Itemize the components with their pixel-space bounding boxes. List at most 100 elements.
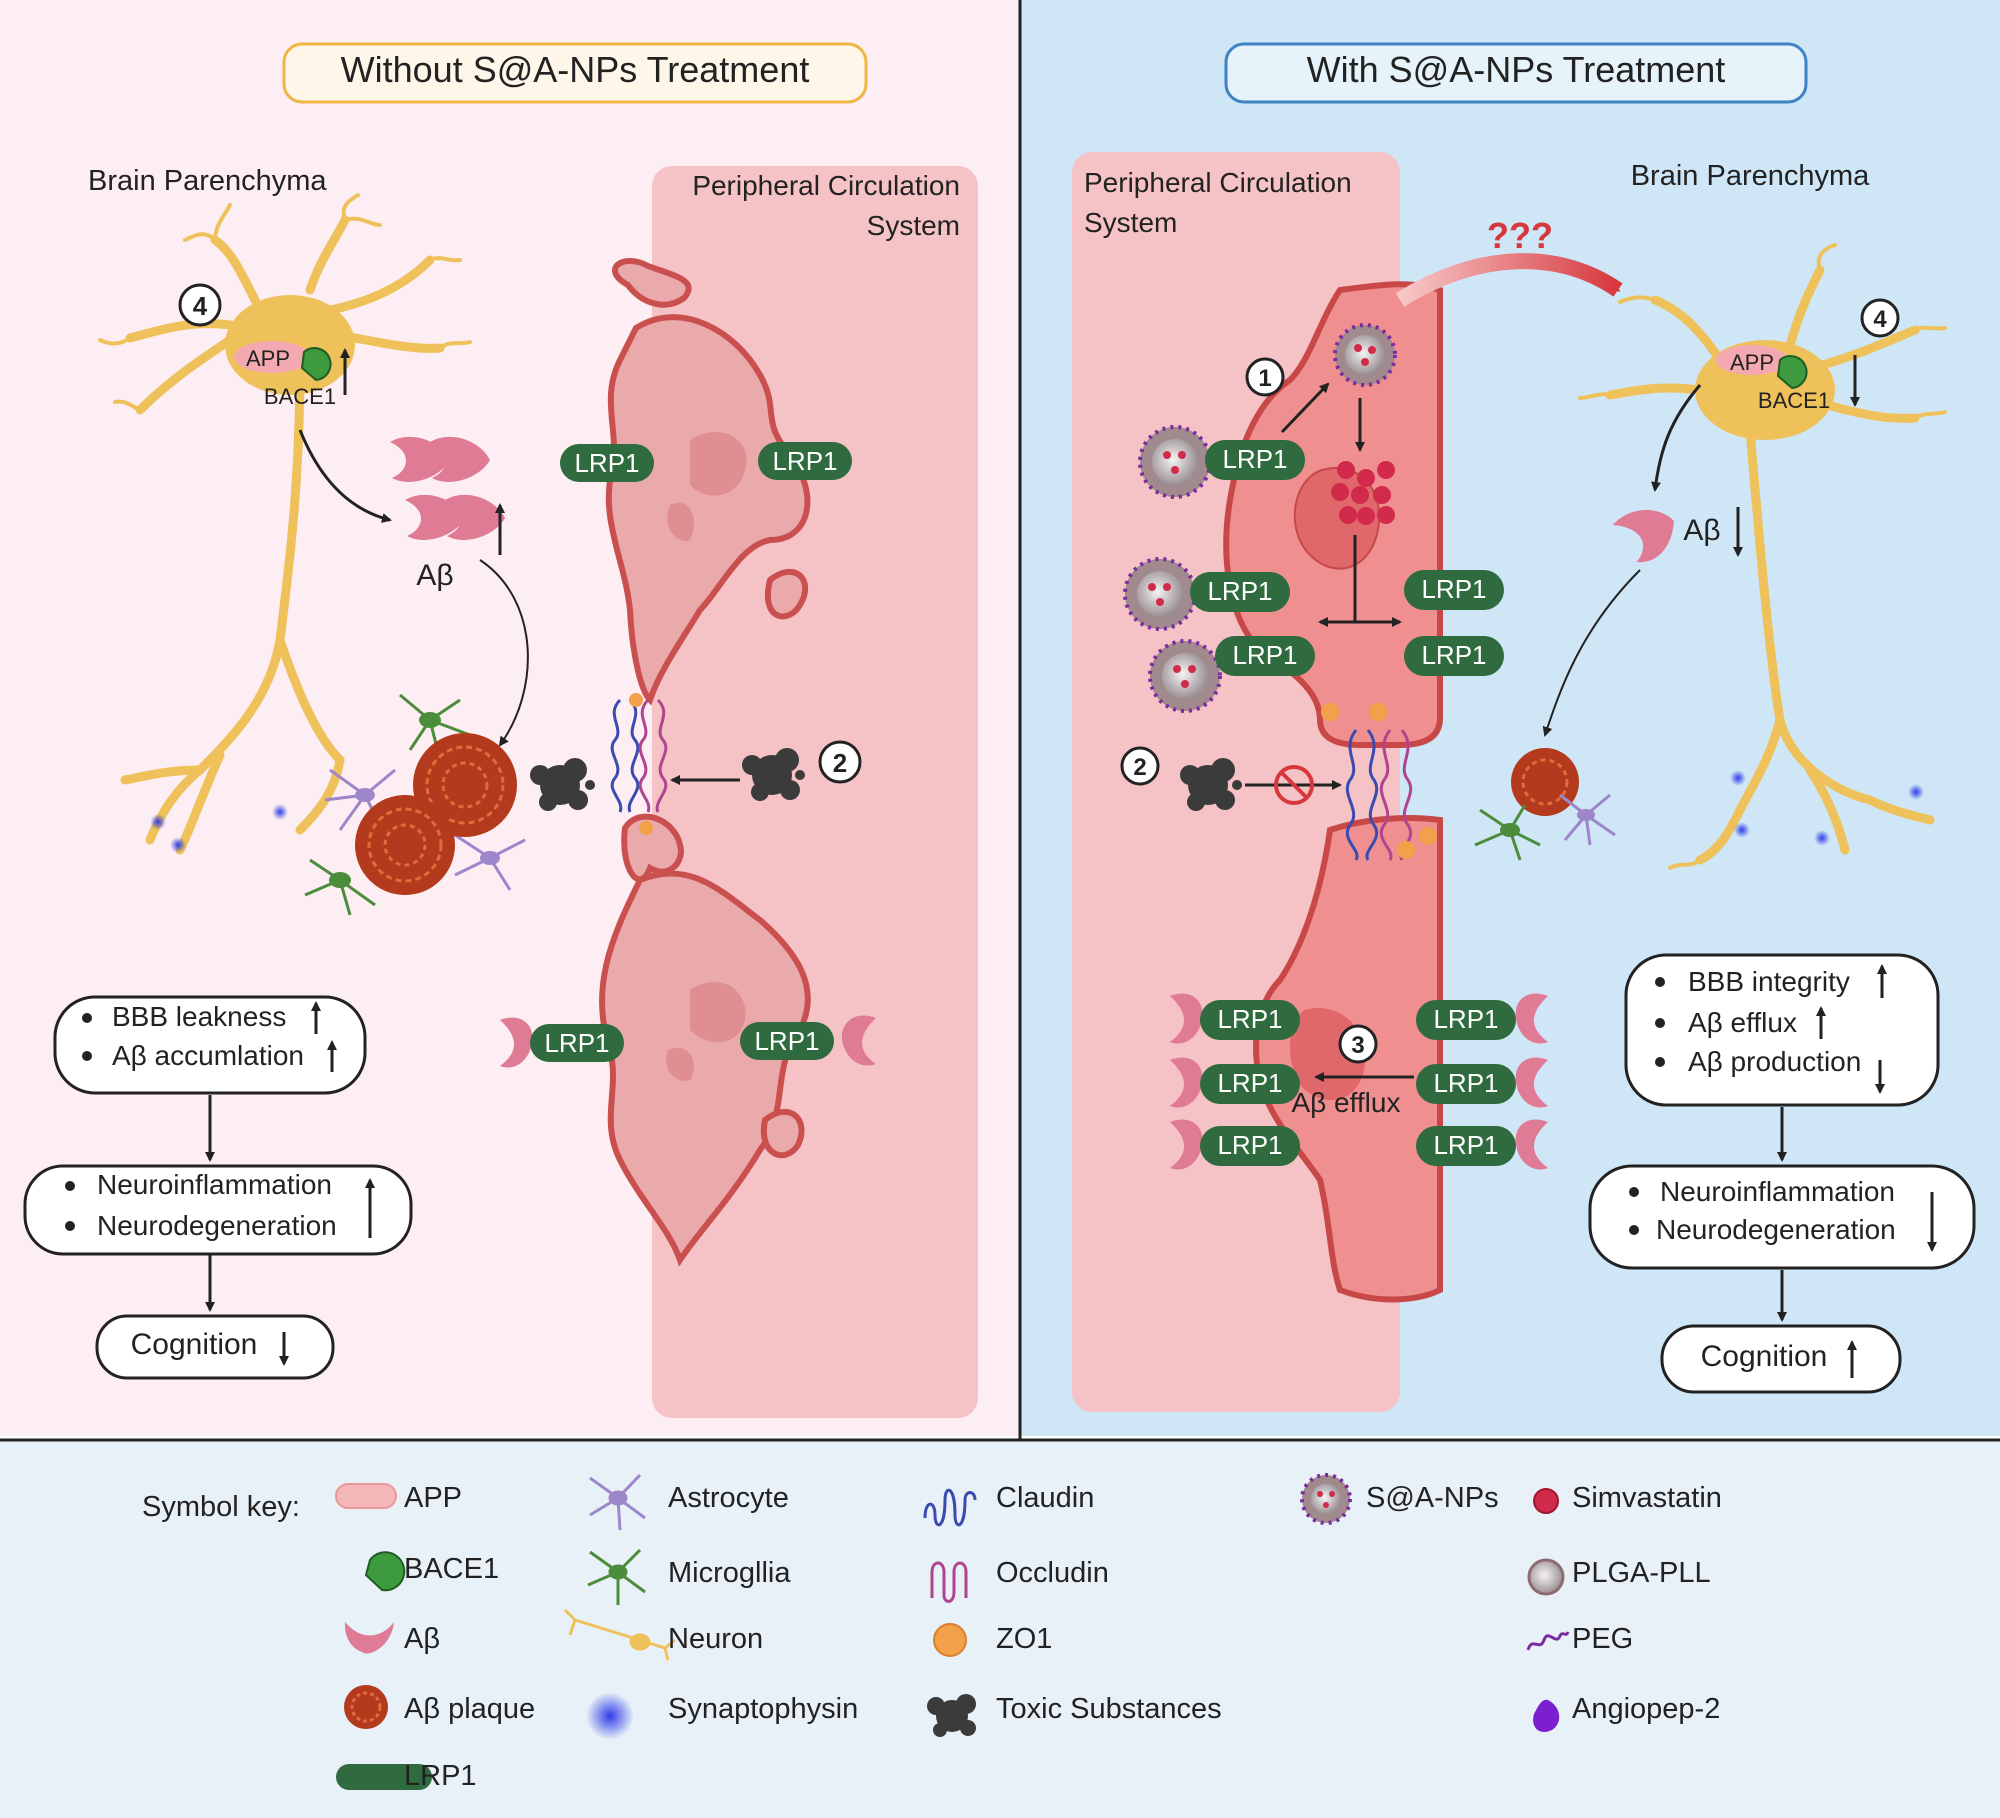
- right-np-inside: [1333, 323, 1397, 387]
- left-lrp1-upper-1: LRP1: [560, 444, 654, 482]
- right-toxic-substance: [1180, 758, 1242, 811]
- bullet: [1629, 1187, 1639, 1197]
- right-periph-label-2: System: [1084, 207, 1177, 238]
- key-lrp1-icon: [336, 1764, 432, 1790]
- right-question-marks: ???: [1487, 215, 1553, 256]
- left-step2-label: 2: [833, 748, 847, 778]
- microglia-body: [419, 712, 441, 728]
- left-step2-badge: [818, 740, 862, 784]
- right-microglia: [1474, 804, 1541, 861]
- key-microglia-label: Microgllia: [668, 1557, 791, 1589]
- right-lrp1-brain-1: LRP1: [1404, 570, 1504, 610]
- key-panel-bg: [0, 1440, 2000, 1818]
- right-title: With S@A-NPs Treatment: [1307, 49, 1726, 90]
- right-synaptophysin: [1908, 784, 1924, 800]
- key-bace1-label: BACE1: [404, 1553, 499, 1585]
- right-bace1: [1776, 355, 1808, 390]
- key-toxic-label: Toxic Substances: [996, 1693, 1222, 1725]
- left-outcome-1b: Aβ accumlation: [112, 1040, 304, 1071]
- left-outcome-2b: Neurodegeneration: [97, 1210, 337, 1241]
- key-toxic-icon: [927, 1694, 976, 1737]
- left-step4-badge: [178, 283, 222, 327]
- astrocyte-body: [480, 851, 500, 865]
- right-step1-label: 1: [1258, 365, 1271, 392]
- right-np-3: [1148, 639, 1222, 713]
- right-neuron-to-abeta-arrow: [1651, 384, 1702, 492]
- bullet: [1655, 977, 1665, 987]
- right-synaptophysin: [1730, 770, 1746, 786]
- lrp1-label: LRP1: [1217, 1004, 1282, 1034]
- right-bbb-crossing-arrow: [1395, 253, 1623, 307]
- right-outcome-2b: Neurodegeneration: [1656, 1214, 1896, 1245]
- lrp1-label: LRP1: [1217, 1068, 1282, 1098]
- right-neuron-fine-dendrites: [1578, 243, 1947, 870]
- right-outcome-3: Cognition: [1701, 1340, 1828, 1373]
- key-claudin-icon: [923, 1488, 977, 1527]
- key-angiopep-icon: [1533, 1699, 1560, 1733]
- right-simvastatin-release: [1331, 461, 1395, 525]
- right-block-icon: [1274, 765, 1314, 805]
- right-endothelial-cell: [1223, 281, 1443, 1303]
- left-endothelial-cells: [598, 258, 811, 1267]
- right-lrp1-np-1: LRP1: [1205, 440, 1305, 480]
- right-tight-junction: [1321, 703, 1437, 861]
- left-abeta-label: Aβ: [416, 559, 453, 592]
- key-occludin-icon: [930, 1561, 968, 1603]
- key-zo1-icon: [933, 1623, 967, 1657]
- left-lrp1-upper-2: LRP1: [758, 442, 852, 480]
- lrp1-label: LRP1: [1421, 640, 1486, 670]
- left-synaptophysin: [170, 837, 186, 853]
- left-outcome-2a: Neuroinflammation: [97, 1169, 332, 1200]
- lrp1-label: LRP1: [754, 1026, 819, 1056]
- key-angiopep-label: Angiopep-2: [1572, 1693, 1720, 1725]
- left-bace1-label: BACE1: [264, 384, 336, 409]
- bullet: [1655, 1057, 1665, 1067]
- left-lrp1-lower-1: LRP1: [500, 1017, 624, 1068]
- right-np-1: [1138, 425, 1212, 499]
- right-lrp1-brain-2: LRP1: [1404, 636, 1504, 676]
- left-abeta-plaque-2: [355, 795, 455, 895]
- key-plaque-label: Aβ plaque: [404, 1693, 535, 1725]
- key-abeta-label: Aβ: [404, 1623, 440, 1655]
- left-title: Without S@A-NPs Treatment: [341, 49, 810, 90]
- right-lrp1-efflux-right-2: LRP1: [1416, 1057, 1548, 1108]
- lrp1-label: LRP1: [1433, 1068, 1498, 1098]
- lrp1-label: LRP1: [1433, 1004, 1498, 1034]
- right-lrp1-efflux-left-2: LRP1: [1170, 1057, 1300, 1108]
- right-lrp1-efflux-right-1: LRP1: [1416, 993, 1548, 1044]
- key-neuron-icon: [563, 1608, 676, 1661]
- lrp1-label: LRP1: [1232, 640, 1297, 670]
- left-astrocyte: [324, 768, 526, 891]
- right-lrp1-efflux-left-3: LRP1: [1170, 1119, 1300, 1170]
- left-lrp1-lower-2: LRP1: [740, 1015, 876, 1066]
- lrp1-label: LRP1: [1207, 576, 1272, 606]
- key-microglia-icon: [587, 1548, 646, 1605]
- left-title-box: [282, 42, 868, 104]
- microglia-body: [329, 872, 351, 888]
- right-step3-label: 3: [1351, 1032, 1364, 1059]
- right-title-box: [1224, 42, 1808, 104]
- key-plaque-icon: [344, 1685, 388, 1729]
- right-np-uptake-arrow: [1280, 382, 1330, 434]
- right-step1-badge: [1245, 357, 1285, 397]
- right-abeta-to-plaque-arrow: [1542, 569, 1641, 737]
- right-lrp1-np-2: LRP1: [1190, 572, 1290, 612]
- right-outcome-1b: Aβ efflux: [1688, 1007, 1797, 1038]
- left-microglia: [304, 693, 471, 916]
- key-peg-label: PEG: [1572, 1623, 1633, 1655]
- left-toxic-substance-brain: [530, 758, 595, 811]
- key-np-icon: [1300, 1473, 1352, 1525]
- left-periph-label-1: Peripheral Circulation: [692, 170, 960, 201]
- left-abeta-to-plaque-arrow: [479, 559, 529, 747]
- left-bace1: [300, 347, 332, 382]
- key-synaptophysin-label: Synaptophysin: [668, 1693, 858, 1725]
- bullet: [82, 1013, 92, 1023]
- lrp1-label: LRP1: [1421, 574, 1486, 604]
- key-lrp1-label: LRP1: [404, 1760, 477, 1792]
- right-brain-label: Brain Parenchyma: [1631, 160, 1870, 192]
- key-peg-icon: [1526, 1631, 1570, 1651]
- key-simvastatin-label: Simvastatin: [1572, 1482, 1722, 1514]
- right-abeta: [1612, 510, 1674, 563]
- right-lrp1-np-3: LRP1: [1215, 636, 1315, 676]
- left-outcome-box-3: [95, 1314, 335, 1380]
